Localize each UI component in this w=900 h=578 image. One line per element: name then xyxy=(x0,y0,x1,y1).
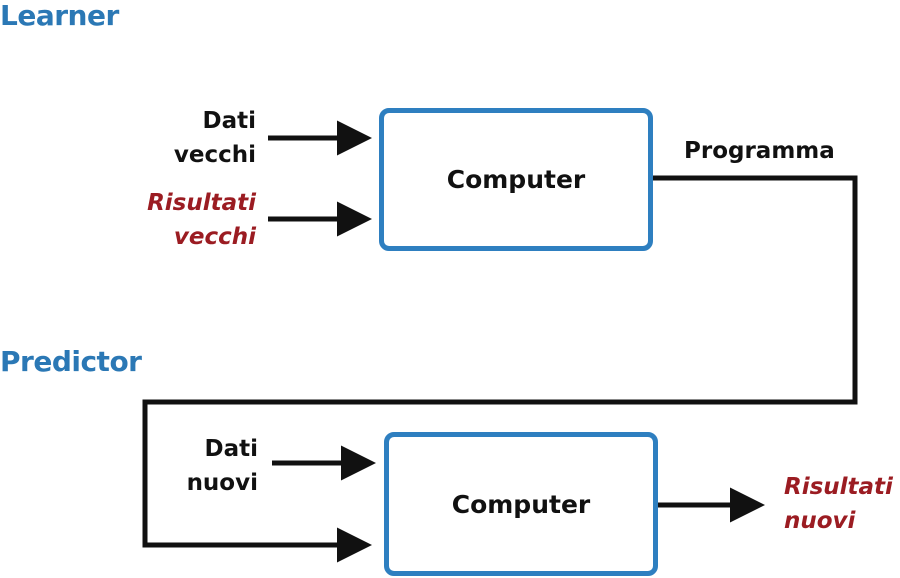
new-data-label-line1: Dati xyxy=(204,436,259,462)
old-data-label: Dati vecchi xyxy=(150,104,256,172)
old-results-label: Risultati vecchi xyxy=(120,186,256,254)
old-data-label-line2: vecchi xyxy=(173,142,256,168)
learner-title: Learner xyxy=(0,0,119,32)
new-results-label: Risultati nuovi xyxy=(784,470,893,538)
old-results-label-line2: vecchi xyxy=(173,224,256,250)
learner-computer-box: Computer xyxy=(379,108,653,251)
predictor-computer-label: Computer xyxy=(451,489,591,519)
predictor-computer-box: Computer xyxy=(384,432,658,576)
old-results-label-line1: Risultati xyxy=(147,190,256,216)
program-wire xyxy=(142,175,858,563)
new-data-label-line2: nuovi xyxy=(186,470,258,496)
learner-computer-label: Computer xyxy=(446,165,586,194)
new-data-label: Dati nuovi xyxy=(160,432,258,500)
new-results-label-line1: Risultati xyxy=(784,474,893,500)
predictor-title: Predictor xyxy=(0,345,142,378)
program-label: Programma xyxy=(684,138,835,164)
old-data-label-line1: Dati xyxy=(202,108,257,134)
new-results-label-line2: nuovi xyxy=(784,508,856,534)
